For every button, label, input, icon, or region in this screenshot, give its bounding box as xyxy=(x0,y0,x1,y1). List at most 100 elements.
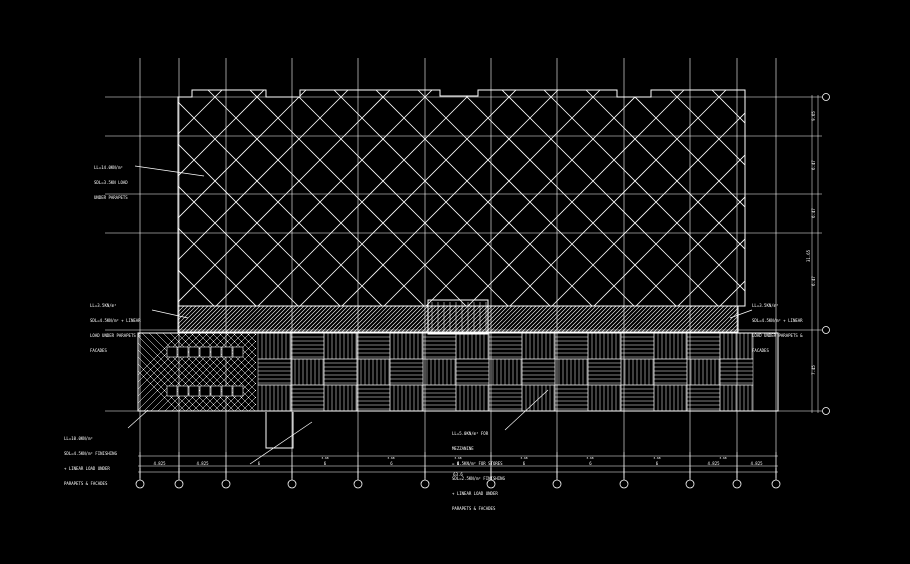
hatch-line xyxy=(565,306,593,332)
note-line: LL=10.0KN/m² xyxy=(64,436,93,441)
hatch-line xyxy=(569,306,597,332)
hatch-line xyxy=(232,333,256,357)
hatch-line xyxy=(385,306,413,332)
hatch-line xyxy=(681,90,745,306)
hatch-line xyxy=(377,306,405,332)
hatch-line xyxy=(561,306,589,332)
dimension-text: 4.825 xyxy=(196,461,209,466)
hatch-square xyxy=(177,385,189,397)
hatch-line xyxy=(597,306,625,332)
hatch-line xyxy=(309,306,337,332)
hatch-line xyxy=(653,306,681,332)
hatch-line xyxy=(293,306,321,332)
dimension-text: 6.47 xyxy=(811,160,816,170)
hatch-line xyxy=(341,306,369,332)
grid-bubble xyxy=(771,479,781,489)
grid-bubble xyxy=(287,479,297,489)
hatch-line xyxy=(325,306,353,332)
hatch-line xyxy=(265,306,293,332)
hatch-line xyxy=(593,306,621,332)
hatch-line xyxy=(465,306,493,332)
dimension-text: 3.68 xyxy=(586,456,593,460)
hatch-square xyxy=(210,346,222,358)
grid-bubble xyxy=(732,479,742,489)
hatch-line xyxy=(199,354,256,411)
hatch-line xyxy=(305,306,333,332)
hatch-line xyxy=(209,306,237,332)
hatch-line xyxy=(433,306,461,332)
dimension-text: 6.47 xyxy=(811,208,816,218)
note-line: LL=3.5KN/m² xyxy=(752,303,779,308)
hatch-line xyxy=(445,306,473,332)
dimension-text: 3.68 xyxy=(520,456,527,460)
hatch-line xyxy=(525,306,553,332)
dimension-text: 7.45 xyxy=(811,365,816,375)
hatch-line xyxy=(790,60,910,320)
hatch-line xyxy=(225,333,256,364)
hatch-line xyxy=(213,306,241,332)
note-line: SDL=4.5KN/m² + LINEAR xyxy=(752,318,803,323)
hatch-line xyxy=(261,90,523,306)
hatch-line xyxy=(138,333,202,397)
slab-parquet-hatch xyxy=(257,302,754,412)
hatch-line xyxy=(549,306,577,332)
hatch-square xyxy=(177,346,189,358)
hatch-line xyxy=(381,306,409,332)
hatch-line xyxy=(193,306,221,332)
note-line: FACADES xyxy=(90,348,107,353)
hatch-line xyxy=(337,306,365,332)
roof-slab-hatch xyxy=(0,60,910,320)
hatch-line xyxy=(677,306,705,332)
note-line: UNDER PARAPETS xyxy=(94,195,128,200)
hatch-line xyxy=(285,90,547,306)
hatch-line xyxy=(345,306,373,332)
hatch-line xyxy=(164,333,244,411)
hatch-line xyxy=(178,90,355,306)
crosshatch-slab xyxy=(138,333,256,411)
grid-bubble xyxy=(174,479,184,489)
hatch-line xyxy=(597,90,745,306)
hatch-line xyxy=(481,306,509,332)
note-line: SDL=3.5KN LOAD xyxy=(94,180,128,185)
hatch-line xyxy=(541,306,569,332)
dimension-text: 6 xyxy=(457,461,460,466)
hatch-line xyxy=(832,60,910,320)
hatch-line xyxy=(241,306,269,332)
hatch-line xyxy=(417,306,445,332)
hatch-line xyxy=(441,306,469,332)
hatch-line xyxy=(0,60,168,320)
hatch-line xyxy=(617,306,645,332)
hatch-line xyxy=(178,306,197,325)
hatch-line xyxy=(689,306,717,332)
hatch-square xyxy=(221,346,233,358)
hatch-line xyxy=(669,306,697,332)
hatch-line xyxy=(357,306,385,332)
hatch-line xyxy=(892,60,910,320)
hatch-line xyxy=(178,333,256,411)
note-line: LL=14.0KN/m² xyxy=(94,165,123,170)
hatch-line xyxy=(874,60,910,320)
hatch-line xyxy=(645,306,673,332)
hatch-line xyxy=(509,306,537,332)
hatch-line xyxy=(178,90,439,306)
dimension-text: 6 xyxy=(324,461,327,466)
hatch-line xyxy=(557,306,585,332)
hatch-line xyxy=(138,333,188,383)
hatch-line xyxy=(850,60,910,320)
hatch-line xyxy=(313,306,341,332)
hatch-line xyxy=(513,306,541,332)
hatch-line xyxy=(329,306,357,332)
note-line: LOAD UNDER PARAPETS & xyxy=(90,333,141,338)
hatch-line xyxy=(369,90,631,306)
hatch-line xyxy=(637,306,665,332)
hatch-line xyxy=(220,375,256,411)
hatch-line xyxy=(249,306,277,332)
hatch-line xyxy=(237,306,265,332)
hatch-line xyxy=(409,306,437,332)
hatch-line xyxy=(171,333,251,411)
hatch-line xyxy=(397,306,425,332)
hatch-line xyxy=(401,306,429,332)
hatch-square xyxy=(199,385,211,397)
grid-bubble xyxy=(552,479,562,489)
dimension-text: 6 xyxy=(523,461,526,466)
